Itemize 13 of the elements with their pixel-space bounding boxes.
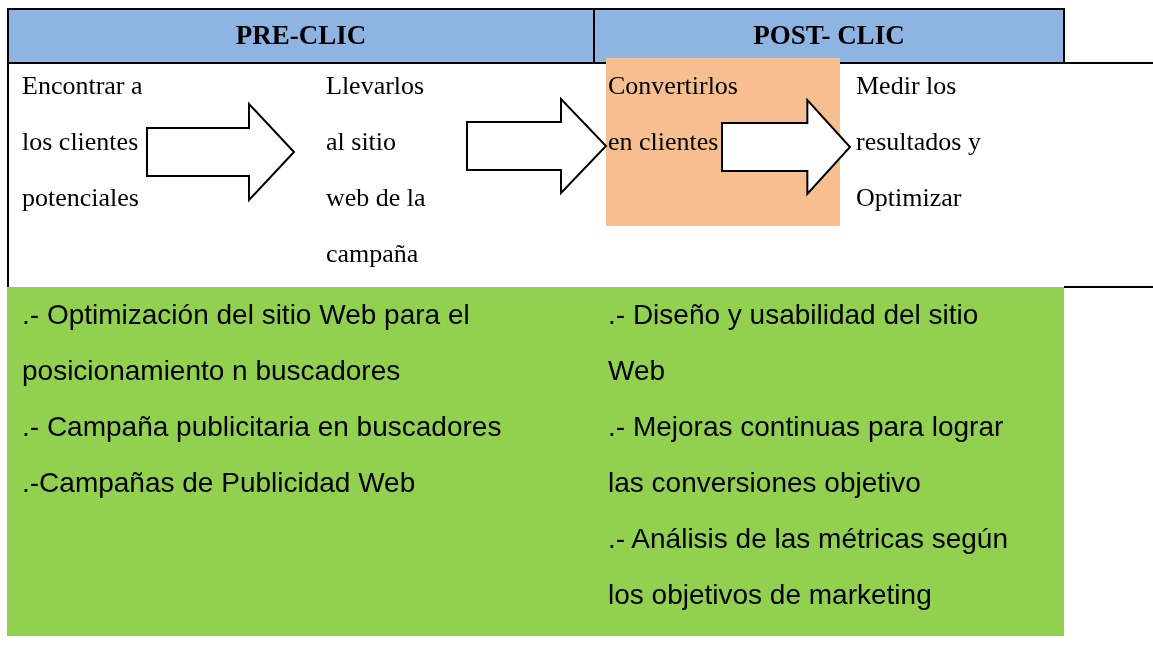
block-arrow (146, 101, 296, 203)
bullet-item: .- Mejoras continuas para lograr las conversiones objetivo (608, 410, 1005, 500)
column-header: PRE-CLIC (7, 8, 595, 64)
block-arrow (466, 96, 608, 196)
column-header: POST- CLIC (593, 8, 1065, 64)
bullet-item: .- Campaña publicitaria en buscadores (22, 410, 502, 444)
bullet-item: .- Análisis de las métricas según los objetivos de marketing (608, 522, 1009, 612)
bullet-item: .- Optimización del sitio Web para el posicionamiento n buscadores (22, 298, 471, 388)
bullet-panel (7, 287, 594, 636)
bullet-item: .-Campañas de Publicidad Web (22, 466, 417, 500)
bullet-item: .- Diseño y usabilidad del sitio Web (608, 298, 980, 388)
block-arrow (721, 97, 852, 197)
bullet-panel (594, 287, 1064, 636)
